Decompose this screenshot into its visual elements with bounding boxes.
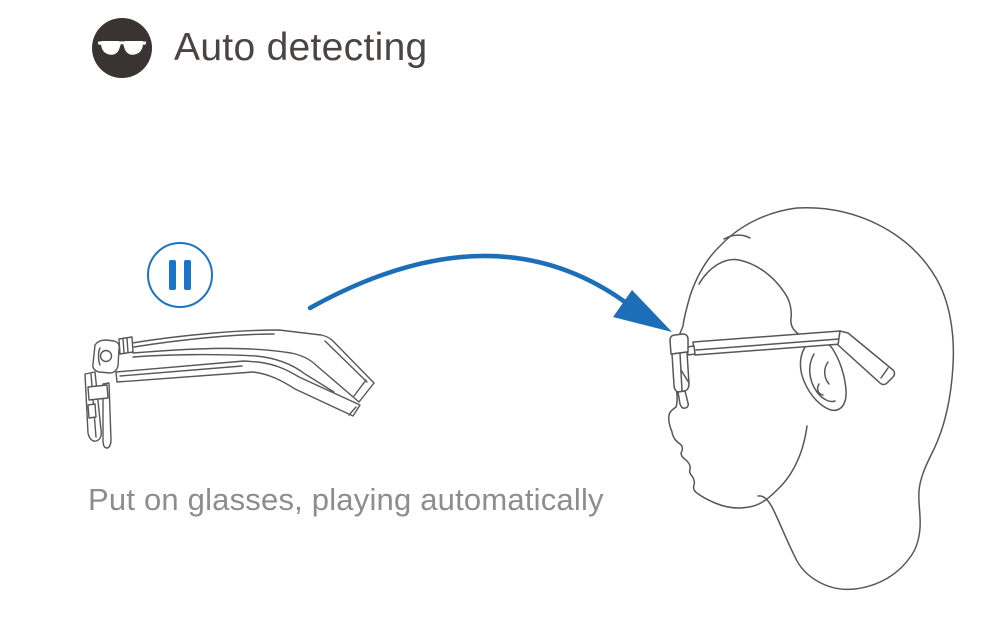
ear — [799, 339, 847, 412]
arrow-curve — [307, 253, 628, 311]
hairline — [698, 258, 803, 337]
worn-glasses — [669, 330, 896, 409]
pause-bar-right — [184, 260, 191, 290]
folded-smart-glasses-drawing — [84, 329, 375, 449]
upper-temple — [131, 329, 375, 403]
face-profile — [668, 207, 808, 509]
hinge-rings — [118, 336, 134, 355]
temple-edge-line — [132, 353, 335, 393]
hinge-block — [92, 339, 120, 374]
lens-edges — [84, 371, 112, 449]
head-profile-wearing-glasses-drawing — [668, 207, 955, 591]
caption-text: Put on glasses, playing automatically — [88, 482, 604, 517]
page-title: Auto detecting — [174, 26, 428, 69]
head-outline — [757, 207, 955, 591]
lower-temple — [115, 360, 361, 417]
sunglasses-glyph — [97, 41, 147, 55]
hair-accent-line — [723, 234, 751, 240]
pause-icon — [147, 242, 213, 308]
curved-arrow — [307, 253, 672, 332]
sunglasses-icon — [92, 18, 152, 78]
arrow-head — [613, 290, 672, 332]
pause-bar-left — [169, 260, 176, 290]
